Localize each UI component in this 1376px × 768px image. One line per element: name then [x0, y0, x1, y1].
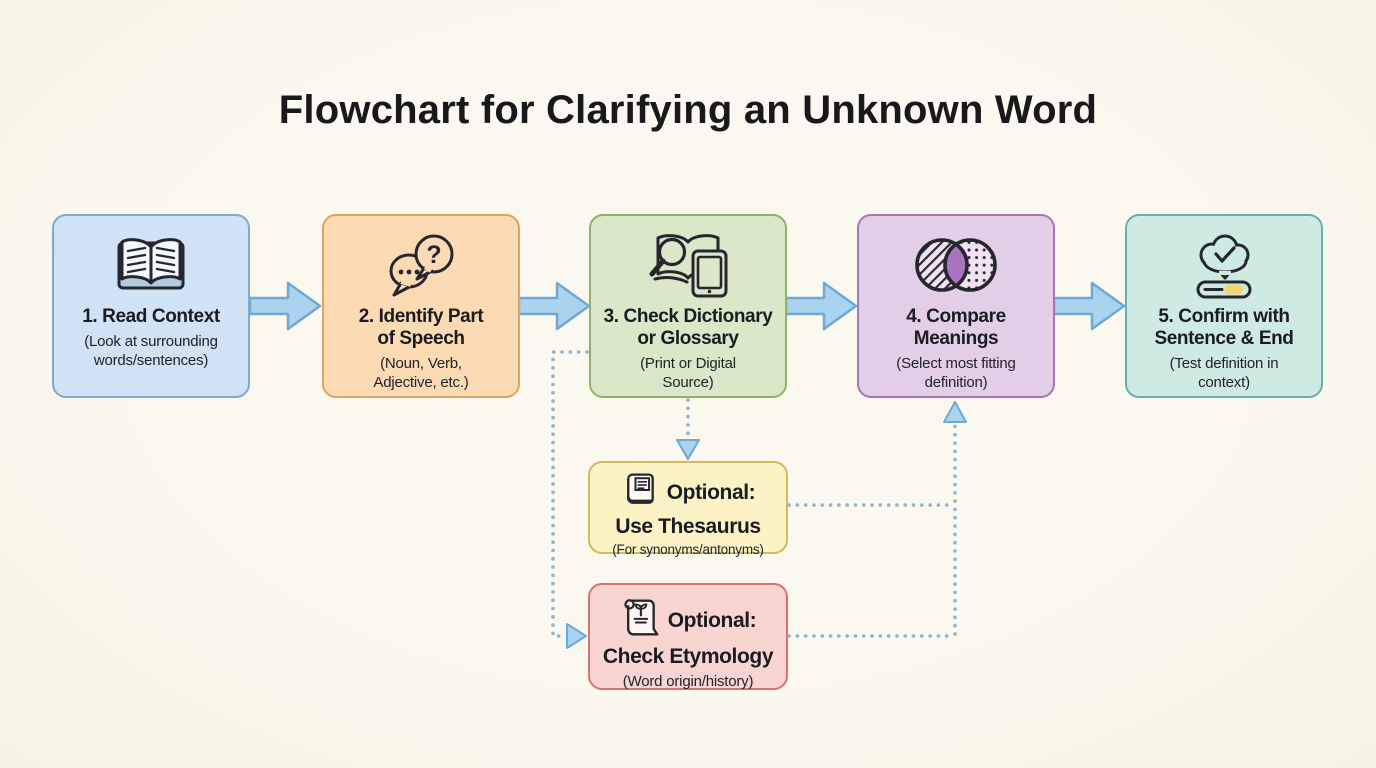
connector-dictionary-to-etymology: [551, 350, 589, 638]
svg-text:?: ?: [426, 241, 441, 269]
optional-check-etymology: Optional: Check Etymology (Word origin/h…: [588, 583, 788, 690]
etymology-scroll-icon: [620, 597, 660, 644]
dictionary-search-icon: [641, 226, 735, 304]
optional-use-thesaurus: Optional: Use Thesaurus (For synonyms/an…: [588, 461, 788, 557]
speech-bubbles-icon: ?: [381, 226, 461, 304]
open-book-icon: [111, 226, 191, 304]
optional-label: Optional:: [667, 608, 757, 632]
step-subtitle: (Noun, Verb, Adjective, etc.): [373, 355, 469, 391]
venn-diagram-icon: [912, 226, 1000, 304]
optional-title: Use Thesaurus: [615, 515, 761, 538]
step-title: 2. Identify Part of Speech: [358, 306, 484, 350]
optional-label: Optional:: [666, 480, 756, 504]
step-read-context: 1. Read Context (Look at surrounding wor…: [52, 214, 250, 398]
step-title: 4. Compare Meanings: [906, 306, 1006, 350]
arrowhead-down-icon: [676, 439, 700, 460]
flow-arrow-2: [518, 281, 591, 331]
step-title: 1. Read Context: [82, 306, 220, 327]
step-subtitle: (Look at surrounding words/sentences): [84, 333, 218, 369]
optional-subtitle: (Word origin/history): [622, 672, 754, 690]
step-subtitle: (Select most fitting definition): [896, 355, 1016, 391]
step-confirm-sentence: 5. Confirm with Sentence & End (Test def…: [1125, 214, 1323, 398]
thesaurus-book-icon: [621, 471, 659, 514]
arrowhead-up-icon: [943, 401, 967, 423]
flow-arrow-3: [785, 281, 858, 331]
step-compare-meanings: 4. Compare Meanings (Select most fitting…: [857, 214, 1055, 398]
optional-title: Check Etymology: [602, 645, 774, 668]
cloud-check-icon: [1185, 226, 1263, 304]
arrowhead-right-icon: [566, 623, 587, 649]
step-subtitle: (Print or Digital Source): [640, 355, 736, 391]
flow-arrow-1: [249, 281, 322, 331]
flow-arrow-4: [1053, 281, 1126, 331]
step-subtitle: (Test definition in context): [1169, 355, 1279, 391]
step-check-dictionary: 3. Check Dictionary or Glossary (Print o…: [589, 214, 787, 398]
diagram-title: Flowchart for Clarifying an Unknown Word: [278, 88, 1098, 132]
optional-subtitle: (For synonyms/antonyms): [612, 541, 764, 557]
step-title: 3. Check Dictionary or Glossary: [603, 306, 773, 350]
step-title: 5. Confirm with Sentence & End: [1154, 306, 1294, 350]
step-identify-part-of-speech: ? 2. Identify Part of Speech (Noun, Verb…: [322, 214, 520, 398]
